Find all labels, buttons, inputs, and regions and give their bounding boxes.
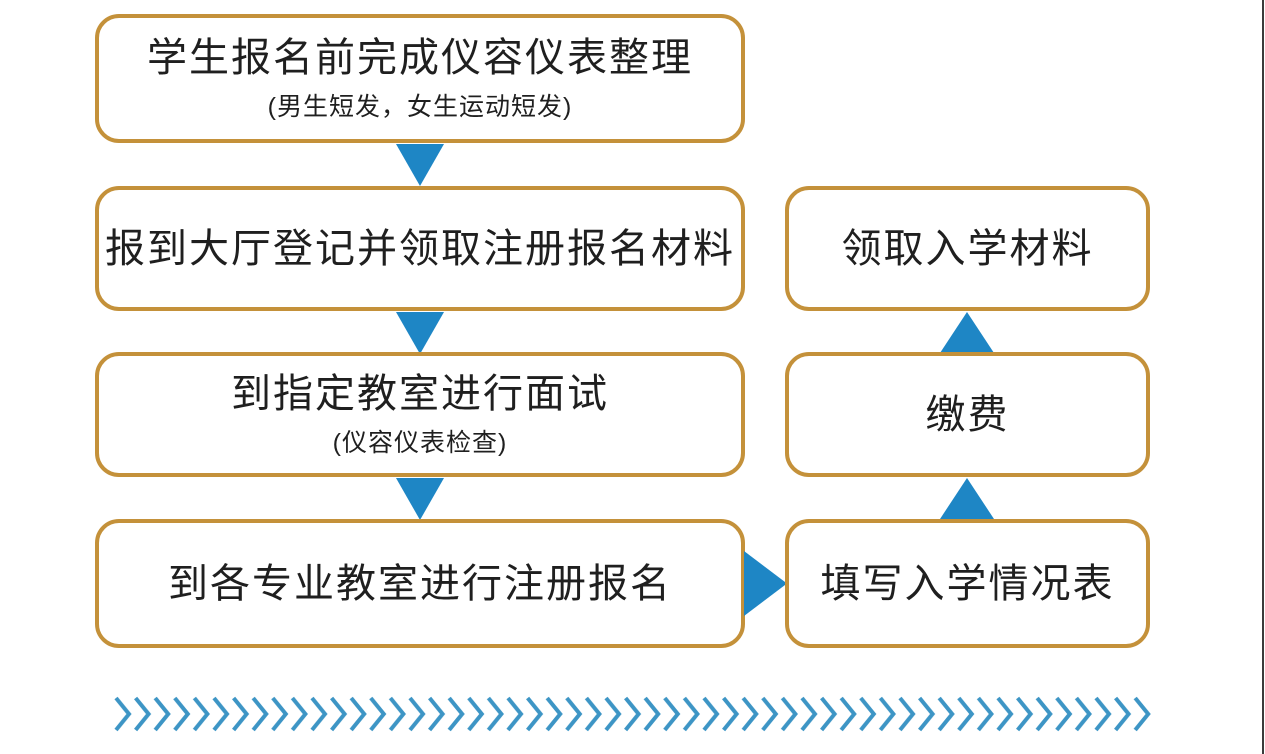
step-box-collect-materials: 领取入学材料 <box>785 186 1150 311</box>
step-title: 学生报名前完成仪容仪表整理 <box>147 35 693 80</box>
right-edge-line <box>1262 0 1264 754</box>
step-box-fill-form: 填写入学情况表 <box>785 519 1150 648</box>
step-box-interview: 到指定教室进行面试 (仪容仪表检查) <box>95 352 745 477</box>
step-subtitle: (男生短发，女生运动短发) <box>267 92 573 121</box>
step-title: 填写入学情况表 <box>820 561 1115 606</box>
arrow-up-icon <box>940 312 994 353</box>
step-title: 到各专业教室进行注册报名 <box>168 561 672 606</box>
step-title: 领取入学材料 <box>841 226 1094 271</box>
step-title: 报到大厅登记并领取注册报名材料 <box>105 226 735 271</box>
step-subtitle: (仪容仪表检查) <box>332 428 508 457</box>
chevron-divider <box>113 694 1153 734</box>
step-title: 到指定教室进行面试 <box>231 371 609 416</box>
step-box-appearance-prep: 学生报名前完成仪容仪表整理 (男生短发，女生运动短发) <box>95 14 745 143</box>
step-title: 缴费 <box>925 392 1010 437</box>
step-box-pay-fee: 缴费 <box>785 352 1150 477</box>
step-box-classroom-registration: 到各专业教室进行注册报名 <box>95 519 745 648</box>
arrow-up-icon <box>940 478 994 519</box>
arrow-right-icon <box>744 551 787 616</box>
arrow-down-icon <box>396 312 444 354</box>
arrow-down-icon <box>396 478 444 520</box>
arrow-down-icon <box>396 144 444 186</box>
step-box-registration-hall: 报到大厅登记并领取注册报名材料 <box>95 186 745 311</box>
